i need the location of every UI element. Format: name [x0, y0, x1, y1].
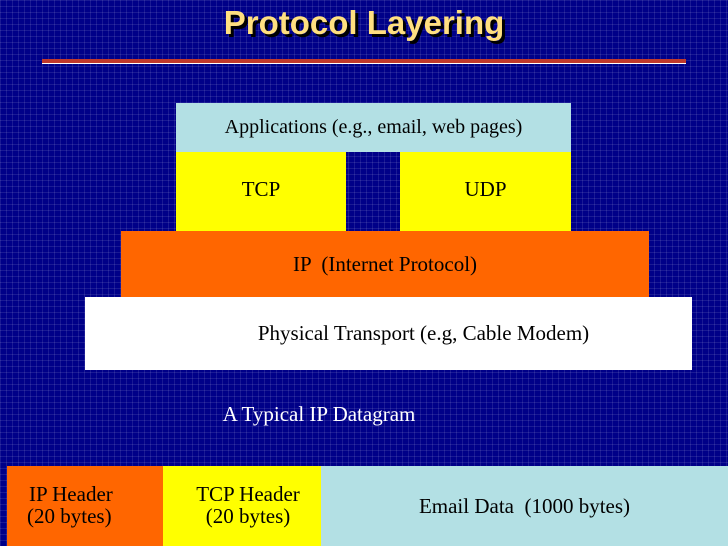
applications-layer: Applications (e.g., email, web pages)	[176, 103, 571, 152]
title-underline	[42, 59, 686, 63]
physical-layer: Physical Transport (e.g, Cable Modem)	[85, 297, 692, 370]
ip-header-label: IP Header	[29, 482, 113, 506]
email-data-label: Email Data (1000 bytes)	[418, 494, 631, 518]
tcp-layer: TCP	[176, 152, 346, 232]
ip-layer-label: IP (Internet Protocol)	[292, 251, 478, 276]
ip-header-size: (20 bytes)	[27, 504, 112, 528]
ip-header-segment: IP Header (20 bytes)	[7, 466, 163, 546]
udp-layer: UDP	[400, 152, 571, 232]
datagram-caption: A Typical IP Datagram	[222, 402, 416, 426]
tcp-header-segment: TCP Header (20 bytes)	[163, 466, 321, 546]
slide-title: Protocol Layering	[223, 4, 505, 41]
physical-layer-label: Physical Transport (e.g, Cable Modem)	[257, 321, 590, 345]
udp-layer-label: UDP	[464, 177, 507, 201]
ip-layer: IP (Internet Protocol)	[121, 231, 649, 297]
tcp-header-label: TCP Header	[196, 482, 300, 506]
tcp-header-size: (20 bytes)	[205, 504, 291, 528]
tcp-layer-label: TCP	[241, 177, 281, 201]
applications-layer-label: Applications (e.g., email, web pages)	[224, 116, 523, 138]
email-data-segment: Email Data (1000 bytes)	[321, 466, 728, 546]
